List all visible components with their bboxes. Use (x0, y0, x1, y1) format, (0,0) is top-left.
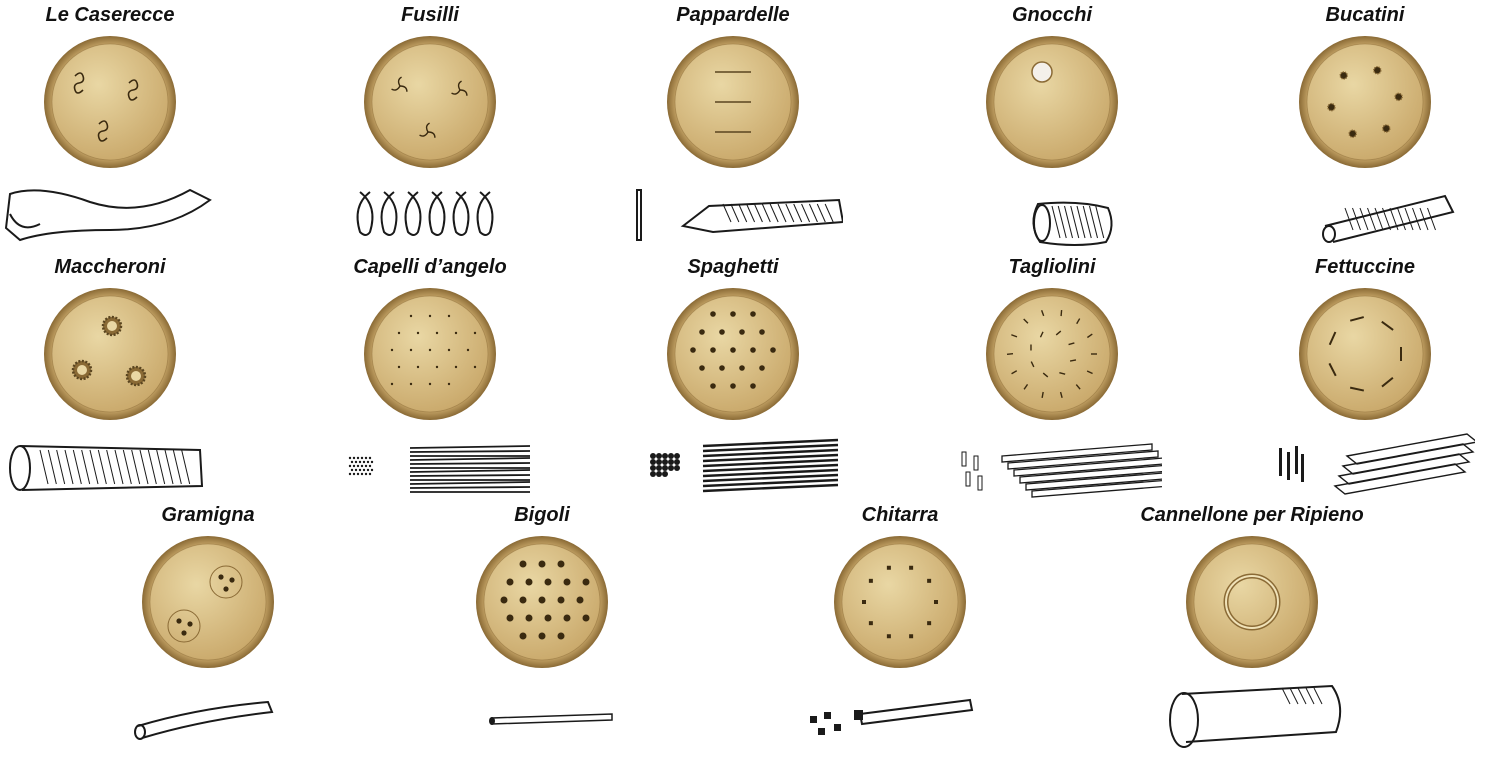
die-holes (390, 314, 477, 386)
brass-die-image (476, 536, 608, 668)
pasta-shape-drawing (134, 700, 274, 740)
die-title: Fusilli (401, 4, 459, 26)
pasta-sketch (0, 174, 220, 254)
die-holes (71, 315, 147, 387)
pasta-shape-drawing (961, 443, 1162, 498)
die-holes (167, 565, 243, 643)
die-title: Maccheroni (54, 256, 166, 278)
brass-die-image (364, 36, 496, 168)
brass-die-image (667, 36, 799, 168)
die-face (149, 543, 267, 661)
die-title: Bucatini (1325, 4, 1405, 26)
die-card-tagliolini: Tagliolini (902, 252, 1202, 507)
die-holes (1006, 309, 1097, 399)
pasta-shape-drawing (4, 188, 212, 242)
pasta-shape-drawing (9, 445, 204, 491)
die-title: Fettuccine (1314, 256, 1416, 278)
die-title: Gnocchi (1011, 4, 1092, 26)
die-face (674, 295, 792, 413)
pasta-sketch (320, 426, 540, 506)
die-card-gramigna: Gramigna (58, 500, 358, 755)
die-face (51, 295, 169, 413)
die-holes (500, 560, 590, 640)
die-title: Capelli d’angelo (353, 256, 507, 278)
die-title: Gramigna (161, 504, 255, 526)
brass-die-image (986, 288, 1118, 420)
pasta-sketch (1255, 174, 1475, 254)
die-holes (1328, 316, 1402, 392)
pasta-shape-drawing (1322, 194, 1455, 243)
die-card-pappardelle: Pappardelle (583, 0, 883, 255)
pasta-sketch (623, 426, 843, 506)
die-card-bigoli: Bigoli (392, 500, 692, 755)
pasta-shape-drawing (1032, 201, 1113, 246)
pasta-shape-drawing (356, 191, 494, 236)
pasta-shape-drawing (810, 698, 974, 735)
brass-die-image (986, 36, 1118, 168)
brass-die-image (1299, 36, 1431, 168)
pasta-sketch (790, 674, 1010, 754)
brass-die-image (667, 288, 799, 420)
die-face (371, 295, 489, 413)
brass-die-image (1299, 288, 1431, 420)
pasta-sketch (432, 674, 652, 754)
pasta-sketch (623, 174, 843, 254)
pasta-shape-drawing (348, 445, 531, 493)
pasta-sketch (942, 426, 1162, 506)
die-card-chitarra: Chitarra (750, 500, 1050, 755)
die-face (841, 543, 959, 661)
die-title: Tagliolini (1008, 256, 1096, 278)
die-title: Chitarra (861, 504, 939, 526)
brass-die-image (44, 36, 176, 168)
die-holes (690, 311, 776, 389)
die-face (371, 43, 489, 161)
die-holes (391, 76, 468, 138)
brass-die-image (834, 536, 966, 668)
die-title: Cannellone per Ripieno (1140, 504, 1364, 526)
pasta-shape-drawing (1279, 433, 1475, 495)
die-face (993, 43, 1111, 161)
pasta-shape-drawing (650, 438, 839, 493)
pasta-sketch (1142, 674, 1362, 754)
pasta-sketch (320, 174, 540, 254)
die-face (1306, 43, 1424, 161)
pasta-sketch (98, 674, 318, 754)
brass-die-image (1186, 536, 1318, 668)
die-holes (73, 72, 139, 142)
brass-die-image (142, 536, 274, 668)
pasta-shape-drawing (636, 189, 843, 241)
die-holes (1223, 573, 1281, 631)
pasta-shape-drawing (489, 713, 613, 725)
brass-die-image (44, 288, 176, 420)
die-face (51, 43, 169, 161)
die-card-fusilli: Fusilli (280, 0, 580, 255)
die-holes (862, 565, 938, 639)
die-holes (1031, 61, 1053, 83)
die-card-cannellone-per-ripieno: Cannellone per Ripieno (1102, 500, 1402, 755)
die-card-le-caserecce: Le Caserecce (0, 0, 260, 255)
die-card-fettuccine: Fettuccine (1215, 252, 1500, 507)
die-card-bucatini: Bucatini (1215, 0, 1500, 255)
die-face (993, 295, 1111, 413)
die-face (1193, 543, 1311, 661)
die-title: Spaghetti (687, 256, 779, 278)
pasta-sketch (1255, 426, 1475, 506)
die-card-spaghetti: Spaghetti (583, 252, 883, 507)
die-holes (715, 71, 751, 133)
die-title: Bigoli (514, 504, 570, 526)
die-face (1306, 295, 1424, 413)
die-card-capelli-dangelo: Capelli d’angelo (280, 252, 580, 507)
pasta-sketch (942, 174, 1162, 254)
die-title: Pappardelle (676, 4, 790, 26)
die-card-maccheroni: Maccheroni (0, 252, 260, 507)
brass-die-image (364, 288, 496, 420)
pasta-shape-drawing (1169, 684, 1342, 748)
die-title: Le Caserecce (45, 4, 175, 26)
die-card-gnocchi: Gnocchi (902, 0, 1202, 255)
pasta-sketch (0, 426, 220, 506)
